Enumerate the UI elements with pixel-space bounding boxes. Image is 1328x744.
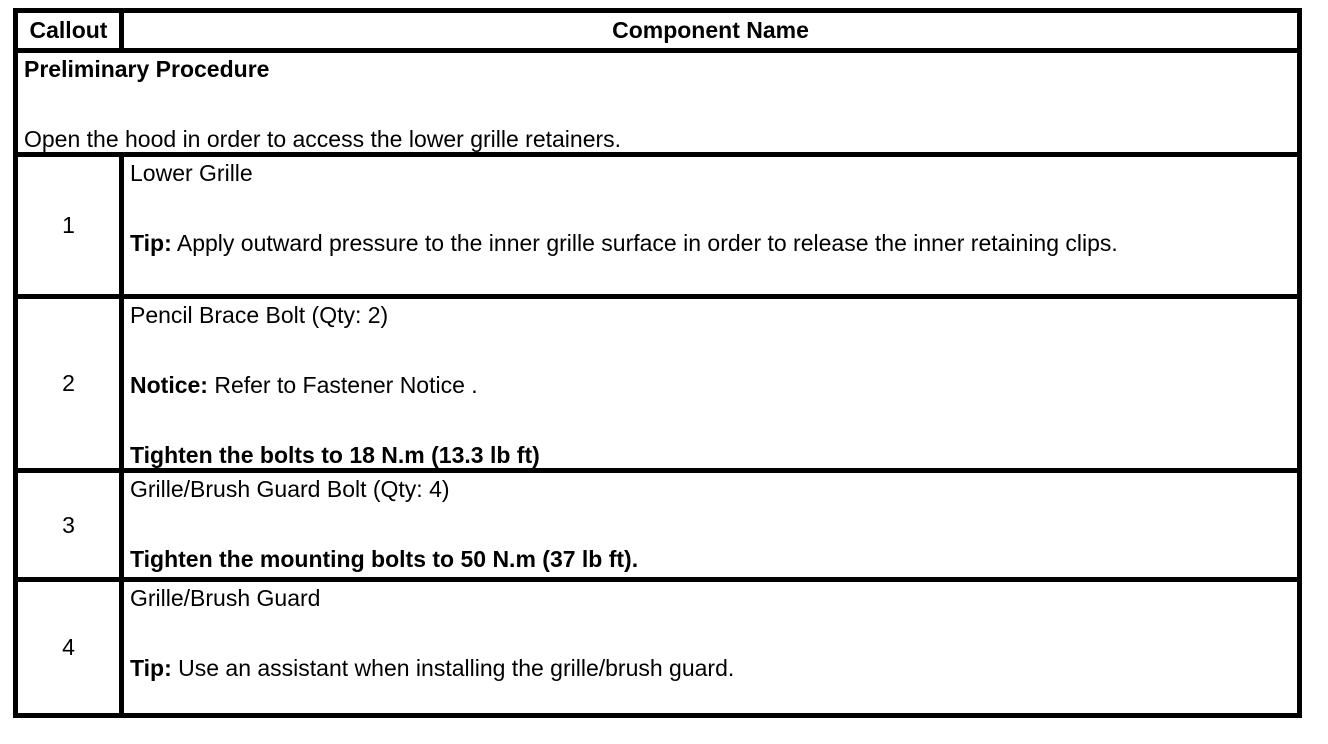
- notice-note: Notice: Refer to Fastener Notice .: [130, 372, 1291, 398]
- callout-column-header: Callout: [13, 8, 124, 53]
- table-row: 2 Pencil Brace Bolt (Qty: 2) Notice: Ref…: [13, 294, 1302, 473]
- notice-text: Refer to Fastener Notice .: [207, 372, 478, 398]
- torque-spec: Tighten the mounting bolts to 50 N.m (37…: [130, 546, 639, 572]
- callout-number: 3: [13, 468, 124, 582]
- table-row: 4 Grille/Brush Guard Tip: Use an assista…: [13, 577, 1302, 718]
- tip-label: Tip:: [130, 655, 172, 681]
- component-name-column-header: Component Name: [119, 8, 1302, 53]
- tip-label: Tip:: [130, 230, 172, 256]
- preliminary-procedure-row: Preliminary Procedure Open the hood in o…: [13, 48, 1302, 157]
- callout-number: 2: [13, 294, 124, 473]
- preliminary-procedure-cell: Preliminary Procedure Open the hood in o…: [13, 48, 1302, 157]
- tip-note: Tip: Apply outward pressure to the inner…: [130, 230, 1291, 256]
- preliminary-procedure-instruction: Open the hood in order to access the low…: [24, 126, 622, 152]
- component-cell: Grille/Brush Guard Tip: Use an assistant…: [119, 577, 1302, 718]
- table-row: 1 Lower Grille Tip: Apply outward pressu…: [13, 152, 1302, 299]
- component-cell: Lower Grille Tip: Apply outward pressure…: [119, 152, 1302, 299]
- callout-number: 4: [13, 577, 124, 718]
- table-row: 3 Grille/Brush Guard Bolt (Qty: 4) Tight…: [13, 468, 1302, 582]
- component-name-text: Grille/Brush Guard Bolt (Qty: 4): [130, 476, 450, 502]
- preliminary-procedure-title: Preliminary Procedure: [24, 56, 270, 82]
- component-name-text: Pencil Brace Bolt (Qty: 2): [130, 302, 389, 328]
- notice-label: Notice:: [130, 372, 208, 398]
- component-name-text: Grille/Brush Guard: [130, 585, 321, 611]
- component-cell: Grille/Brush Guard Bolt (Qty: 4) Tighten…: [119, 468, 1302, 582]
- tip-text: Apply outward pressure to the inner gril…: [171, 230, 1118, 256]
- tip-note: Tip: Use an assistant when installing th…: [130, 655, 1291, 681]
- callout-number: 1: [13, 152, 124, 299]
- component-callout-table: Callout Component Name Preliminary Proce…: [13, 8, 1302, 718]
- component-cell: Pencil Brace Bolt (Qty: 2) Notice: Refer…: [119, 294, 1302, 473]
- torque-spec: Tighten the bolts to 18 N.m (13.3 lb ft): [130, 442, 540, 468]
- component-name-text: Lower Grille: [130, 160, 253, 186]
- table-header-row: Callout Component Name: [13, 8, 1302, 53]
- tip-text: Use an assistant when installing the gri…: [171, 655, 735, 681]
